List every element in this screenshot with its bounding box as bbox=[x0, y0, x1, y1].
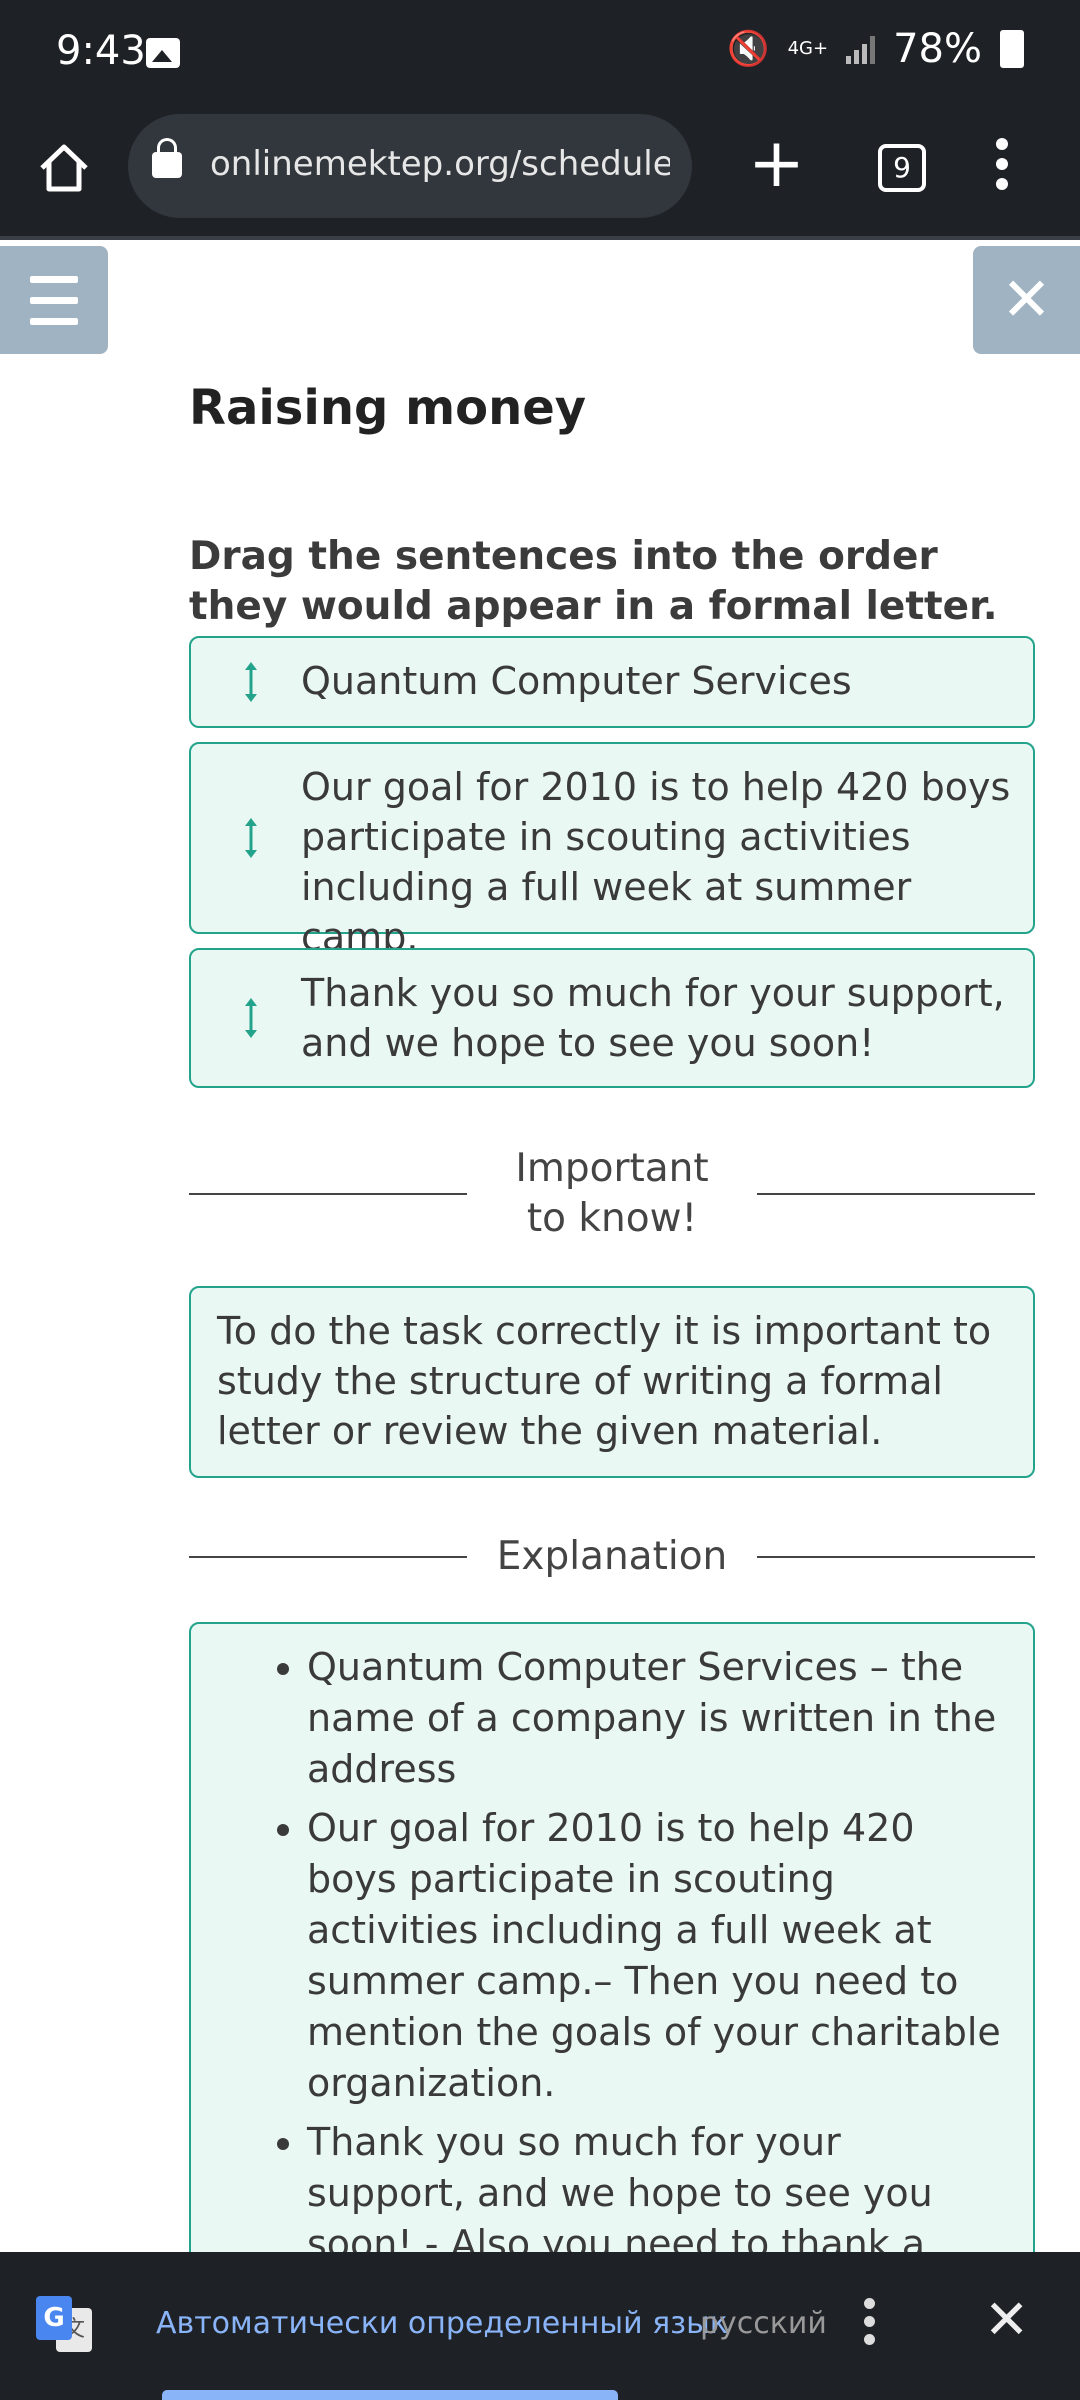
translate-more-icon[interactable] bbox=[864, 2298, 878, 2352]
important-note: To do the task correctly it is important… bbox=[189, 1286, 1035, 1478]
target-language-tab[interactable]: русский bbox=[700, 2306, 827, 2341]
explanation-box: Quantum Computer Services – the name of … bbox=[189, 1622, 1035, 2262]
address-bar[interactable]: onlinemektep.org/schedule/les bbox=[128, 114, 692, 218]
new-tab-icon[interactable]: + bbox=[748, 124, 805, 203]
mute-icon: 🔇 bbox=[727, 29, 770, 69]
lesson-header: Raising money bbox=[189, 376, 1035, 440]
explanation-item: Quantum Computer Services – the name of … bbox=[307, 1642, 1003, 1795]
tab-switcher-button[interactable]: 9 bbox=[878, 144, 926, 192]
drag-item[interactable]: Our goal for 2010 is to help 420 boys pa… bbox=[189, 742, 1035, 959]
translate-close-icon[interactable]: ✕ bbox=[984, 2288, 1030, 2351]
lock-icon bbox=[152, 138, 182, 178]
drag-handle-icon[interactable] bbox=[243, 816, 259, 860]
drag-handle-icon[interactable] bbox=[243, 996, 259, 1040]
drag-item-text: Thank you so much for your support, and … bbox=[301, 971, 1005, 1065]
status-time: 9:43 bbox=[56, 28, 146, 74]
divider-line bbox=[189, 1556, 467, 1558]
signal-icon bbox=[846, 34, 876, 64]
important-divider: Important to know! bbox=[189, 1144, 1035, 1244]
home-icon[interactable] bbox=[36, 140, 92, 196]
drag-item-text: Our goal for 2010 is to help 420 boys pa… bbox=[301, 765, 1011, 959]
network-type: 4G+ bbox=[787, 38, 829, 59]
selected-tab-indicator bbox=[162, 2390, 618, 2400]
drag-item[interactable]: Thank you so much for your support, and … bbox=[189, 948, 1035, 1088]
page-title: Raising money bbox=[189, 380, 587, 436]
divider-line bbox=[757, 1193, 1035, 1195]
explanation-item: Thank you so much for your support, and … bbox=[307, 2117, 1003, 2260]
explanation-item: Our goal for 2010 is to help 420 boys pa… bbox=[307, 1803, 1003, 2109]
divider-line bbox=[189, 1193, 467, 1195]
google-translate-icon: 文 G bbox=[36, 2296, 92, 2352]
menu-button[interactable] bbox=[0, 246, 108, 354]
battery-percent: 78% bbox=[893, 26, 982, 72]
battery-icon bbox=[1000, 30, 1024, 68]
important-heading: Important to know! bbox=[515, 1146, 709, 1241]
task-instruction: Drag the sentences into the order they w… bbox=[189, 532, 1035, 683]
explanation-list: Quantum Computer Services – the name of … bbox=[251, 1642, 1003, 2260]
instruction-text: Drag the sentences into the order they w… bbox=[189, 534, 998, 629]
drag-item-text: Quantum Computer Services bbox=[301, 659, 852, 703]
explanation-divider: Explanation bbox=[189, 1532, 1036, 1582]
image-notification-icon bbox=[146, 38, 180, 68]
source-language-tab[interactable]: Автоматически определенный язык bbox=[156, 2306, 728, 2341]
close-icon[interactable]: ✕ bbox=[973, 246, 1080, 354]
more-options-icon[interactable] bbox=[996, 138, 1010, 198]
translate-bar: 文 G Автоматически определенный язык русс… bbox=[0, 2252, 1080, 2400]
browser-toolbar: onlinemektep.org/schedule/les + 9 bbox=[0, 108, 1080, 240]
status-icons: 🔇 4G+ 78% bbox=[727, 26, 1024, 72]
drag-item[interactable]: Quantum Computer Services bbox=[189, 636, 1035, 728]
divider-line bbox=[757, 1556, 1036, 1558]
drag-handle-icon[interactable] bbox=[243, 660, 259, 704]
status-bar: 9:43 🔇 4G+ 78% bbox=[0, 0, 1080, 108]
explanation-heading: Explanation bbox=[496, 1534, 728, 1579]
url-text[interactable]: onlinemektep.org/schedule/les bbox=[210, 144, 670, 184]
